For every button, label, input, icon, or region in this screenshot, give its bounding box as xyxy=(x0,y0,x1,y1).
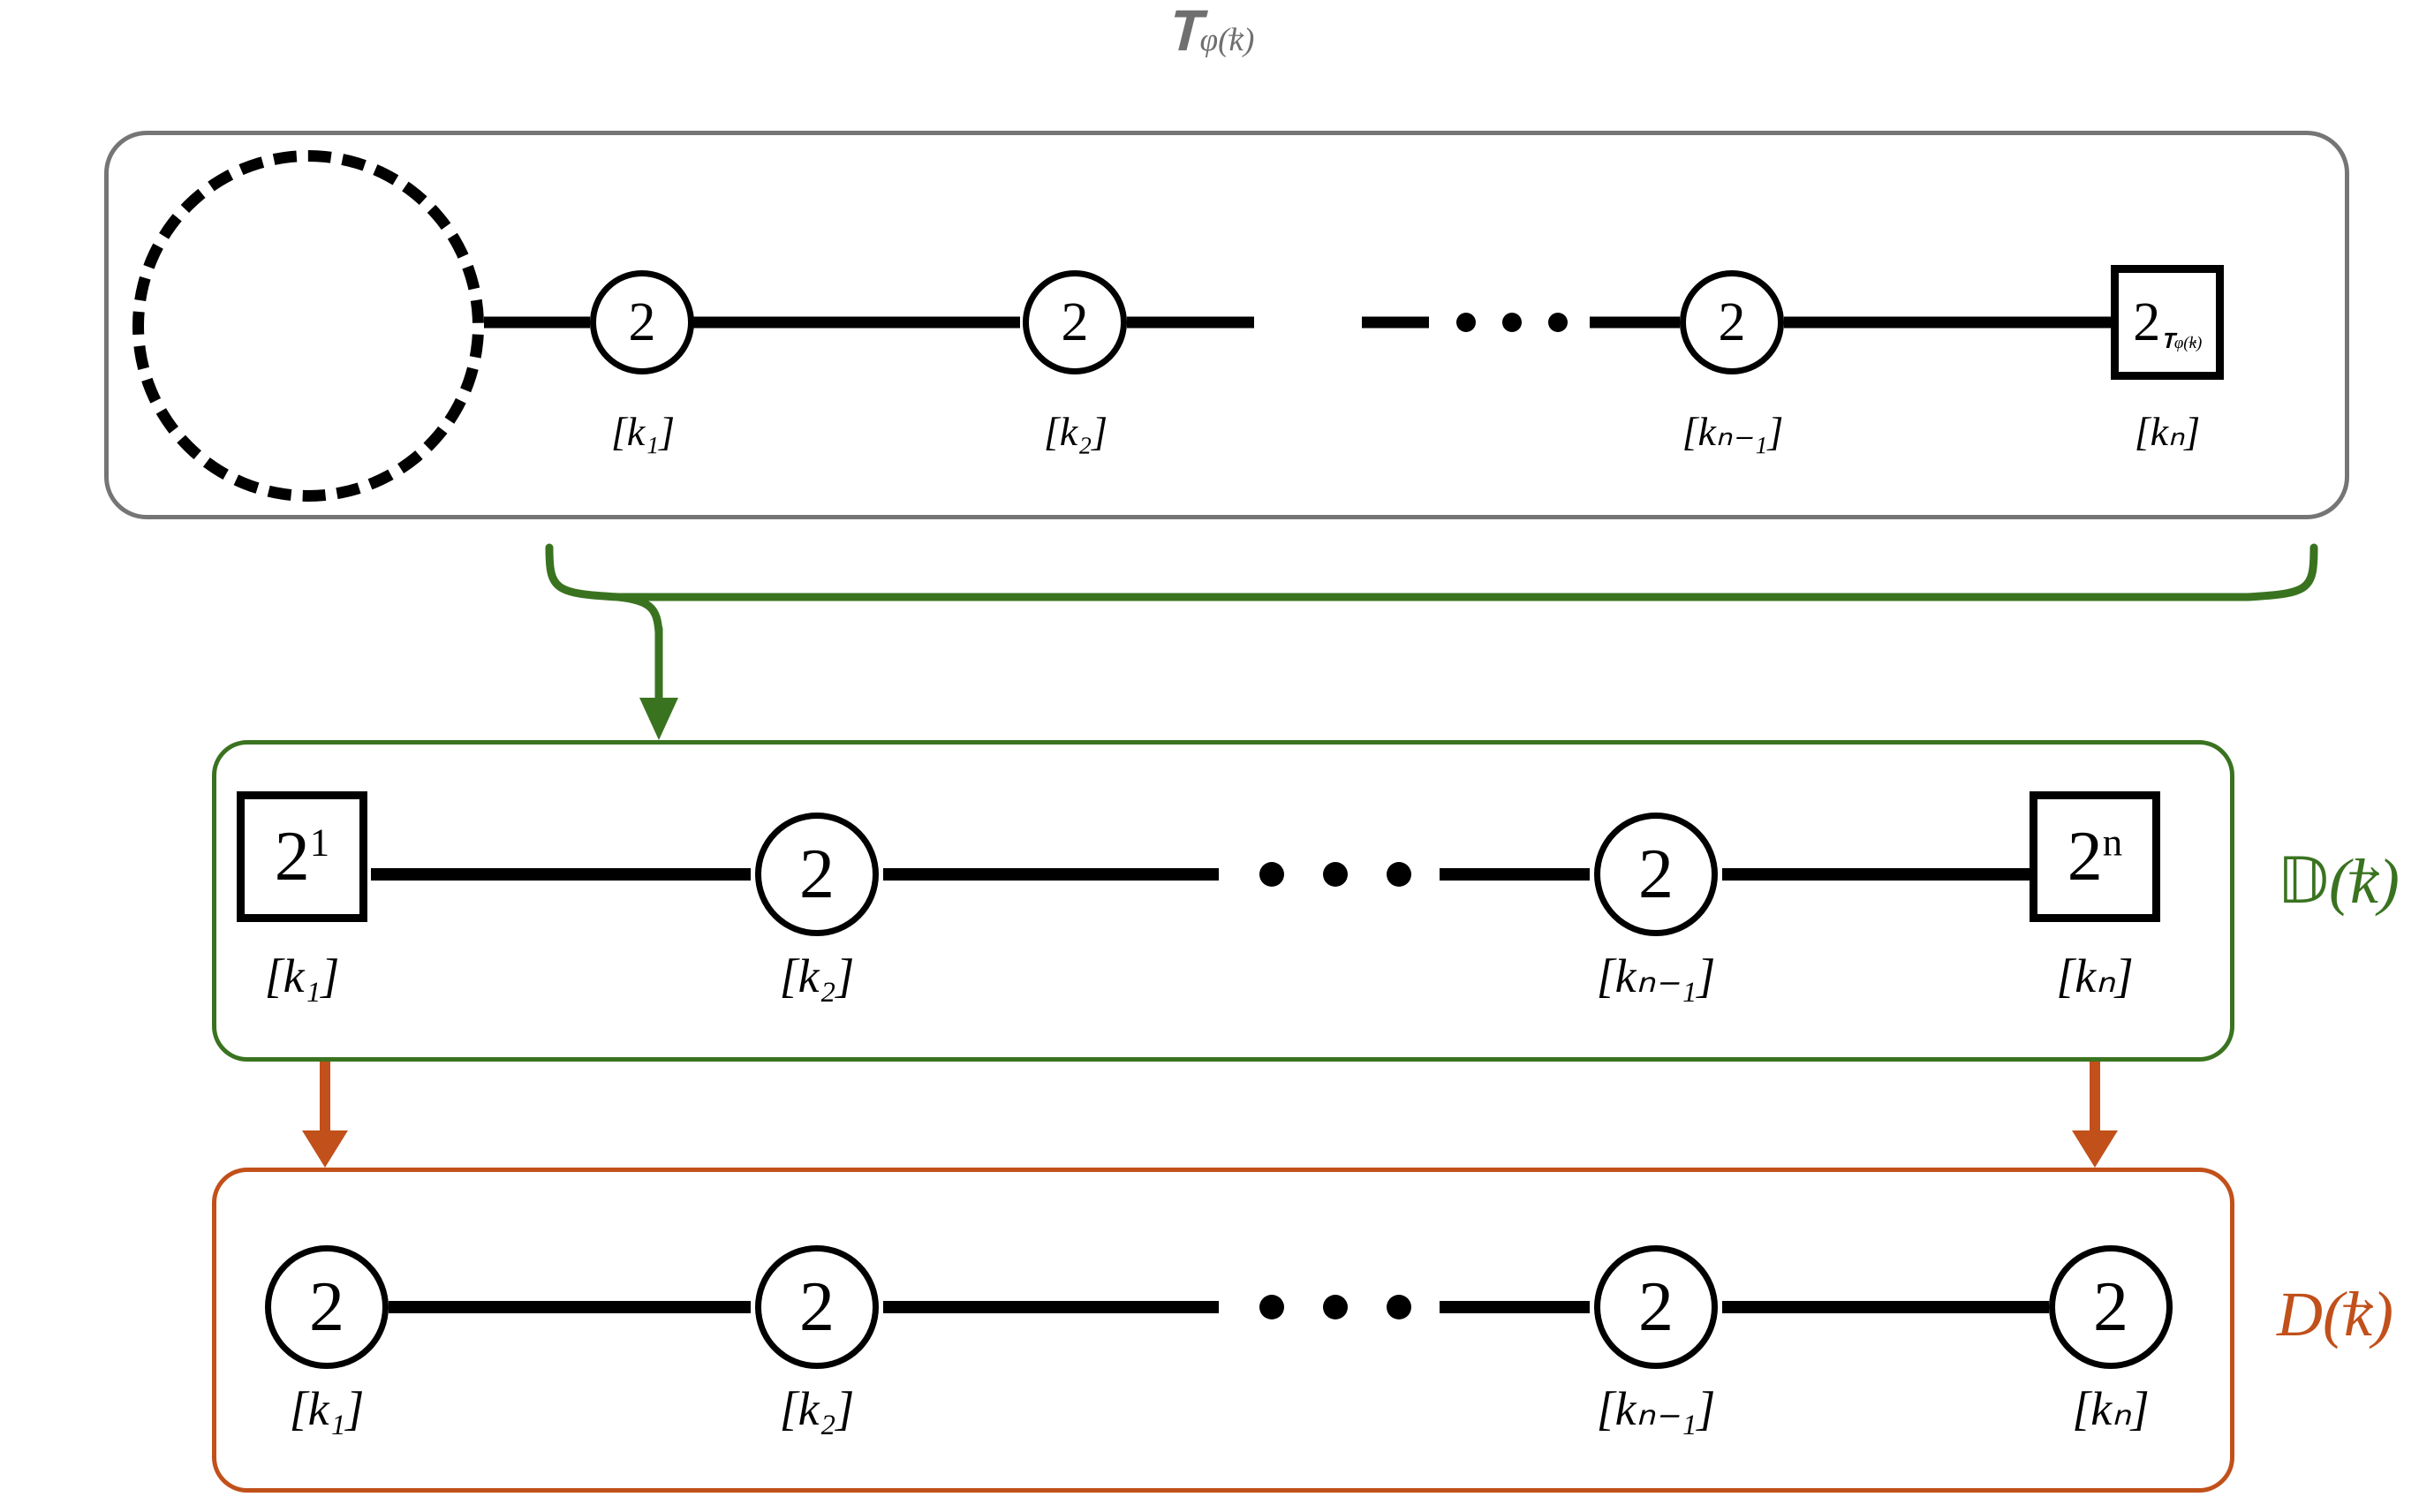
node-r3-k2[interactable]: 2 xyxy=(755,1245,879,1369)
klabel-r1-k2: [k₂] xyxy=(1043,409,1108,454)
node-value: 2 xyxy=(799,1268,835,1346)
node-value: 2 xyxy=(2093,1268,2128,1346)
page-title: 𝐓φ(→k) xyxy=(0,5,2419,60)
title-script-T: 𝐓 xyxy=(1164,3,1200,63)
green-brace-arrow xyxy=(545,543,2318,722)
ellipsis-dot xyxy=(1387,1295,1411,1319)
vector-arrow-icon: → xyxy=(2339,837,2390,893)
node-value: 2 xyxy=(799,835,835,913)
node-value: 21 xyxy=(274,818,330,896)
tau-row-container xyxy=(104,131,2349,519)
klabel-r2-kn: [kₙ] xyxy=(2056,949,2134,1002)
ellipsis-dot xyxy=(1387,862,1411,887)
node-r1-k1[interactable]: 2 xyxy=(590,270,694,374)
d-row-container xyxy=(212,1168,2234,1493)
node-r1-kn[interactable]: 2𝐓φ(→k) xyxy=(2111,265,2224,380)
klabel-r1-k1: [k₁] xyxy=(610,409,676,454)
node-r2-kn1[interactable]: 2 xyxy=(1594,813,1718,936)
ellipsis-dot xyxy=(1502,313,1522,332)
node-value: 2 xyxy=(628,292,656,352)
node-value: 2 xyxy=(1718,292,1746,352)
node-value: 2𝐓φ(→k) xyxy=(2133,292,2203,353)
ellipsis-dot xyxy=(1259,862,1284,887)
node-superscript: 1 xyxy=(309,820,330,865)
ellipsis-dot xyxy=(1259,1295,1284,1319)
green-arrowhead-icon xyxy=(639,698,678,740)
node-r2-k2[interactable]: 2 xyxy=(755,813,879,936)
klabel-r1-kn1: [kₙ₋₁] xyxy=(1682,409,1784,454)
vector-arrow-icon: → xyxy=(1223,17,1250,46)
dbb-row-container xyxy=(212,740,2234,1062)
klabel-r3-k1: [k₁] xyxy=(289,1382,365,1435)
node-r3-k1[interactable]: 2 xyxy=(265,1245,389,1369)
node-superscript: n xyxy=(2102,820,2123,865)
klabel-r3-kn1: [kₙ₋₁] xyxy=(1596,1382,1716,1435)
node-r2-kn[interactable]: 2n xyxy=(2030,791,2160,922)
node-value: 2 xyxy=(1638,1268,1674,1346)
node-r2-k1[interactable]: 21 xyxy=(237,791,367,922)
node-r1-kn1[interactable]: 2 xyxy=(1680,270,1784,374)
d-row-label: D(→k) xyxy=(2277,1270,2393,1349)
dbb-row-label: 𝔻(→k) xyxy=(2277,837,2400,917)
node-value: 2 xyxy=(1061,292,1089,352)
node-subscript: 𝐓φ(→k) xyxy=(2160,329,2203,353)
orange-arrow-left xyxy=(302,1062,348,1168)
ellipsis-dot xyxy=(1548,313,1568,332)
klabel-r2-k2: [k₂] xyxy=(779,949,855,1002)
node-value: 2n xyxy=(2067,818,2123,896)
blackboard-D-icon: 𝔻 xyxy=(2277,846,2329,917)
klabel-r2-kn1: [kₙ₋₁] xyxy=(1596,949,1716,1002)
vector-arrow-icon: → xyxy=(2332,1270,2384,1326)
ellipsis-dot xyxy=(1323,862,1348,887)
ellipsis-dot xyxy=(1323,1295,1348,1319)
node-value: 2 xyxy=(309,1268,344,1346)
klabel-r2-k1: [k₁] xyxy=(264,949,340,1002)
italic-D-letter: D xyxy=(2277,1279,2323,1349)
klabel-r1-kn: [kₙ] xyxy=(2134,409,2201,454)
node-r3-kn[interactable]: 2 xyxy=(2049,1245,2173,1369)
orange-arrow-right xyxy=(2072,1062,2118,1168)
ellipsis-dot xyxy=(1456,313,1476,332)
orange-arrowhead-icon xyxy=(302,1130,348,1168)
node-r1-k2[interactable]: 2 xyxy=(1023,270,1127,374)
node-value: 2 xyxy=(1638,835,1674,913)
klabel-r3-k2: [k₂] xyxy=(779,1382,855,1435)
node-r3-kn1[interactable]: 2 xyxy=(1594,1245,1718,1369)
title-subscript: φ(→k) xyxy=(1199,17,1255,58)
klabel-r3-kn: [kₙ] xyxy=(2072,1382,2150,1435)
orange-arrowhead-icon xyxy=(2072,1130,2118,1168)
